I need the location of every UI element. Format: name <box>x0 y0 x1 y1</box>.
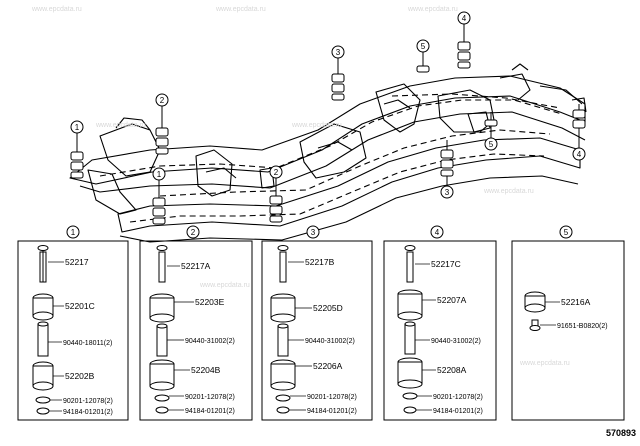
part-labels: 52217C 52207A 90440-31002(2) 52208A 9020… <box>415 259 483 415</box>
mount-3-upper <box>331 64 345 101</box>
callout-label: 1 <box>75 123 80 132</box>
part-number: 94184-01201(2) <box>185 408 235 415</box>
part-number: 91651-B0820(2) <box>557 323 608 330</box>
callout-label: 5 <box>421 42 426 51</box>
mount-1-front <box>70 136 84 179</box>
part-labels: 52217A 52203E 90440-31002(2) 52204B 9020… <box>167 261 235 415</box>
part-number: 90201-12078(2) <box>307 394 357 401</box>
part-number: 94184-01201(2) <box>307 408 357 415</box>
mount-5-upper <box>416 58 430 73</box>
part-number: 52203E <box>195 297 225 307</box>
part-number: 52207A <box>437 295 467 305</box>
watermark: www.epcdata.ru <box>32 6 82 13</box>
part-number: 90440-31002(2) <box>431 338 481 345</box>
watermark: www.epcdata.ru <box>200 282 250 289</box>
group-mark: 5 <box>564 228 569 237</box>
part-group-1: 1 52217 52201C 90440-18011(2) 52202B 902… <box>17 225 129 421</box>
exploded-parts <box>524 291 546 331</box>
mount-2-lower <box>269 184 283 223</box>
exploded-parts <box>149 245 175 414</box>
callout-label: 3 <box>445 188 450 197</box>
group-mark: 1 <box>71 228 76 237</box>
mount-1-lower <box>152 186 166 225</box>
callout-5-b: 5 <box>484 126 498 151</box>
callout-label: 4 <box>462 14 467 23</box>
callout-label: 2 <box>274 168 279 177</box>
watermark: www.epcdata.ru <box>96 122 146 129</box>
part-group-4: 4 52217C 52207A 90440-31002(2) 52208A 90… <box>383 225 497 421</box>
part-number: 52208A <box>437 365 467 375</box>
frame-mounts <box>70 30 586 225</box>
part-number: 52217 <box>65 257 89 267</box>
mount-4-upper <box>457 30 471 69</box>
mount-2-front <box>155 116 169 155</box>
callout-label: 5 <box>489 140 494 149</box>
part-number: 94184-01201(2) <box>433 408 483 415</box>
callout-label: 2 <box>160 96 165 105</box>
frame-callouts: 1 2 1 2 3 3 4 4 5 5 <box>70 11 586 199</box>
callout-3-a: 3 <box>331 45 345 64</box>
part-number: 90201-12078(2) <box>185 394 235 401</box>
part-group-2: 2 52217A 52203E 90440-31002(2) 52204B 90… <box>139 225 253 421</box>
part-number: 52217B <box>305 257 335 267</box>
part-labels: 52217B 52205D 90440-31002(2) 52206A 9020… <box>288 257 357 415</box>
vehicle-frame <box>69 63 587 243</box>
part-number: 90440-18011(2) <box>63 340 112 347</box>
watermark: www.epcdata.ru <box>292 122 342 129</box>
part-number: 52206A <box>313 361 343 371</box>
part-number: 90440-31002(2) <box>185 338 235 345</box>
callout-1-b: 1 <box>152 167 166 186</box>
part-labels: 52217 52201C 90440-18011(2) 52202B 90201… <box>48 257 113 416</box>
callout-label: 3 <box>336 48 341 57</box>
callout-2-b: 2 <box>269 165 283 184</box>
part-number: 90440-31002(2) <box>305 338 355 345</box>
callout-4-b: 4 <box>572 128 586 161</box>
exploded-parts <box>32 245 54 415</box>
diagram-id: 570893 <box>605 428 636 438</box>
callout-label: 4 <box>577 150 582 159</box>
part-number: 52217A <box>181 261 211 271</box>
part-number: 90201-12078(2) <box>63 398 113 405</box>
part-labels: 52216A 91651-B0820(2) <box>540 297 608 330</box>
watermark: www.epcdata.ru <box>520 360 570 367</box>
part-number: 52204B <box>191 365 221 375</box>
callout-3-b: 3 <box>440 176 454 199</box>
group-mark: 2 <box>191 228 196 237</box>
exploded-parts <box>270 245 296 414</box>
callout-label: 1 <box>157 170 162 179</box>
part-number: 52216A <box>561 297 591 307</box>
part-number: 94184-01201(2) <box>63 409 113 416</box>
part-number: 52205D <box>313 303 343 313</box>
part-group-3: 3 52217B 52205D 90440-31002(2) 52206A 90… <box>261 225 373 421</box>
part-number: 52201C <box>65 301 95 311</box>
group-mark: 4 <box>435 228 440 237</box>
callout-2-a: 2 <box>155 93 169 116</box>
watermark: www.epcdata.ru <box>484 188 534 195</box>
part-group-5: 5 52216A 91651-B0820(2) <box>511 225 625 421</box>
watermark: www.epcdata.ru <box>408 6 458 13</box>
watermark: www.epcdata.ru <box>216 6 266 13</box>
part-number: 52217C <box>431 259 461 269</box>
callout-5-a: 5 <box>416 39 430 58</box>
mount-4-lower <box>572 104 586 129</box>
callout-4-a: 4 <box>457 11 471 30</box>
group-mark: 3 <box>311 228 316 237</box>
part-number: 90201-12078(2) <box>433 394 483 401</box>
exploded-parts <box>397 245 423 414</box>
mount-3-lower <box>440 140 454 177</box>
callout-1-a: 1 <box>70 120 84 136</box>
part-number: 52202B <box>65 371 95 381</box>
